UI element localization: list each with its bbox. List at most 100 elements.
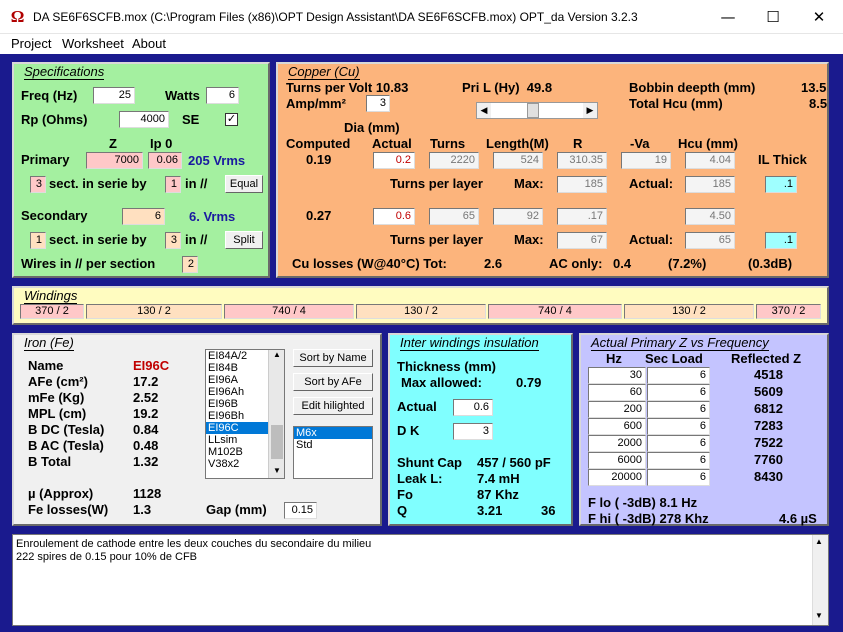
turns-per-layer-label: Turns per layer bbox=[390, 176, 483, 191]
sort-by-name-button[interactable]: Sort by Name bbox=[293, 349, 373, 367]
in-parallel-label: in // bbox=[185, 176, 208, 191]
notes-textarea[interactable]: Enroulement de cathode entre les deux co… bbox=[12, 534, 829, 626]
winding-cell[interactable]: 370 / 2 bbox=[756, 304, 821, 319]
actual-col-label: Actual bbox=[372, 136, 412, 151]
pri-il-thick-input[interactable]: .1 bbox=[765, 176, 797, 193]
core-item[interactable]: EI96Bh bbox=[208, 410, 245, 422]
equal-button[interactable]: Equal bbox=[225, 175, 263, 193]
sort-by-afe-button[interactable]: Sort by AFe bbox=[293, 373, 373, 391]
core-item[interactable]: EI96B bbox=[208, 398, 238, 410]
hz-col-label: Hz bbox=[606, 351, 622, 366]
primary-label: Primary bbox=[21, 152, 70, 167]
se-checkbox[interactable]: ✓ bbox=[225, 113, 238, 126]
hz-input[interactable]: 20000 bbox=[588, 469, 646, 486]
core-item-selected[interactable]: EI96C bbox=[206, 422, 284, 434]
menu-worksheet[interactable]: Worksheet bbox=[62, 36, 124, 51]
scroll-up-icon[interactable]: ▲ bbox=[273, 350, 281, 359]
secondary-sections-input[interactable]: 1 bbox=[30, 232, 46, 249]
scroll-thumb[interactable] bbox=[271, 425, 283, 459]
split-button[interactable]: Split bbox=[225, 231, 263, 249]
sec-hcu-field: 4.50 bbox=[685, 208, 735, 225]
edit-highlighted-button[interactable]: Edit hilighted bbox=[293, 397, 373, 415]
core-item[interactable]: V38x2 bbox=[208, 458, 240, 470]
menu-bar: Project Worksheet About bbox=[0, 34, 843, 54]
sec-load-input[interactable]: 6 bbox=[647, 452, 710, 469]
core-item[interactable]: LLsim bbox=[208, 434, 238, 446]
core-item[interactable]: EI96A bbox=[208, 374, 238, 386]
hz-input[interactable]: 30 bbox=[588, 367, 646, 384]
afe-value: 17.2 bbox=[133, 374, 159, 389]
scroll-down-icon[interactable]: ▼ bbox=[273, 466, 281, 475]
scroll-down-icon[interactable]: ▼ bbox=[815, 611, 823, 620]
sec-load-input[interactable]: 6 bbox=[647, 418, 710, 435]
minimize-button[interactable]: — bbox=[720, 8, 736, 26]
secondary-z-input[interactable]: 6 bbox=[122, 208, 165, 225]
menu-project[interactable]: Project bbox=[11, 36, 52, 51]
hz-input[interactable]: 60 bbox=[588, 384, 646, 401]
core-list-scrollbar[interactable]: ▲ ▼ bbox=[268, 350, 284, 478]
winding-cell[interactable]: 130 / 2 bbox=[86, 304, 222, 319]
pri-l-scrollbar[interactable]: ◀ ▶ bbox=[476, 102, 598, 119]
scroll-right-icon[interactable]: ▶ bbox=[583, 103, 597, 118]
insulation-actual-input[interactable]: 0.6 bbox=[453, 399, 493, 416]
scroll-thumb[interactable] bbox=[527, 103, 539, 118]
core-item[interactable]: EI84B bbox=[208, 362, 238, 374]
total-hcu-label: Total Hcu (mm) bbox=[629, 96, 723, 111]
core-list[interactable]: EI84A/2 EI84B EI96A EI96Ah EI96B EI96Bh … bbox=[205, 349, 285, 479]
close-button[interactable]: ✕ bbox=[812, 8, 826, 26]
material-item[interactable]: Std bbox=[296, 439, 313, 451]
fo-label: Fo bbox=[397, 487, 413, 502]
sec-actual-input[interactable]: 0.6 bbox=[373, 208, 415, 225]
secondary-parallel-input[interactable]: 3 bbox=[165, 232, 181, 249]
primary-sections-input[interactable]: 3 bbox=[30, 176, 46, 193]
fe-losses-value: 1.3 bbox=[133, 502, 152, 517]
maximize-button[interactable]: ☐ bbox=[766, 8, 780, 26]
sec-load-input[interactable]: 6 bbox=[647, 367, 710, 384]
core-item[interactable]: EI84A/2 bbox=[208, 350, 248, 362]
sec-load-input[interactable]: 6 bbox=[647, 435, 710, 452]
pri-va-field: 19 bbox=[621, 152, 671, 169]
core-item[interactable]: M102B bbox=[208, 446, 243, 458]
shunt-cap-label: Shunt Cap bbox=[397, 455, 462, 470]
bdc-value: 0.84 bbox=[133, 422, 159, 437]
watts-input[interactable]: 6 bbox=[206, 87, 239, 104]
menu-about[interactable]: About bbox=[132, 36, 166, 51]
il-thick-label: IL Thick bbox=[758, 152, 807, 167]
hz-input[interactable]: 6000 bbox=[588, 452, 646, 469]
primary-z-input[interactable]: 7000 bbox=[86, 152, 143, 169]
gap-input[interactable]: 0.15 bbox=[284, 502, 317, 519]
winding-cell[interactable]: 130 / 2 bbox=[356, 304, 486, 319]
sec-load-input[interactable]: 6 bbox=[647, 384, 710, 401]
winding-cell[interactable]: 130 / 2 bbox=[624, 304, 754, 319]
primary-parallel-input[interactable]: 1 bbox=[165, 176, 181, 193]
winding-cell[interactable]: 370 / 2 bbox=[20, 304, 84, 319]
material-list[interactable]: M6x Std bbox=[293, 426, 373, 479]
scroll-up-icon[interactable]: ▲ bbox=[815, 537, 823, 546]
sec-load-input[interactable]: 6 bbox=[647, 469, 710, 486]
ip0-label: Ip 0 bbox=[150, 136, 173, 151]
window-title: DA SE6F6SCFB.mox (C:\Program Files (x86)… bbox=[33, 10, 638, 24]
hz-input[interactable]: 2000 bbox=[588, 435, 646, 452]
rp-input[interactable]: 4000 bbox=[119, 111, 169, 128]
pri-actual-input[interactable]: 0.2 bbox=[373, 152, 415, 169]
winding-cell[interactable]: 740 / 4 bbox=[488, 304, 622, 319]
rise-time-value: 4.6 µS bbox=[779, 511, 817, 526]
hz-input[interactable]: 600 bbox=[588, 418, 646, 435]
material-item-selected[interactable]: M6x bbox=[294, 427, 372, 439]
wires-input[interactable]: 2 bbox=[182, 256, 198, 273]
bac-value: 0.48 bbox=[133, 438, 159, 453]
dk-input[interactable]: 3 bbox=[453, 423, 493, 440]
sec-load-input[interactable]: 6 bbox=[647, 401, 710, 418]
cu-losses-total: 2.6 bbox=[484, 256, 503, 271]
sec-il-thick-input[interactable]: .1 bbox=[765, 232, 797, 249]
max-label-2: Max: bbox=[514, 232, 544, 247]
freq-input[interactable]: 25 bbox=[93, 87, 135, 104]
app-icon[interactable]: Ω bbox=[10, 7, 25, 26]
scroll-left-icon[interactable]: ◀ bbox=[477, 103, 491, 118]
sec-turns-field: 65 bbox=[429, 208, 479, 225]
notes-scrollbar[interactable]: ▲ ▼ bbox=[812, 535, 828, 625]
amp-input[interactable]: 3 bbox=[366, 95, 390, 112]
core-item[interactable]: EI96Ah bbox=[208, 386, 245, 398]
hz-input[interactable]: 200 bbox=[588, 401, 646, 418]
winding-cell[interactable]: 740 / 4 bbox=[224, 304, 354, 319]
